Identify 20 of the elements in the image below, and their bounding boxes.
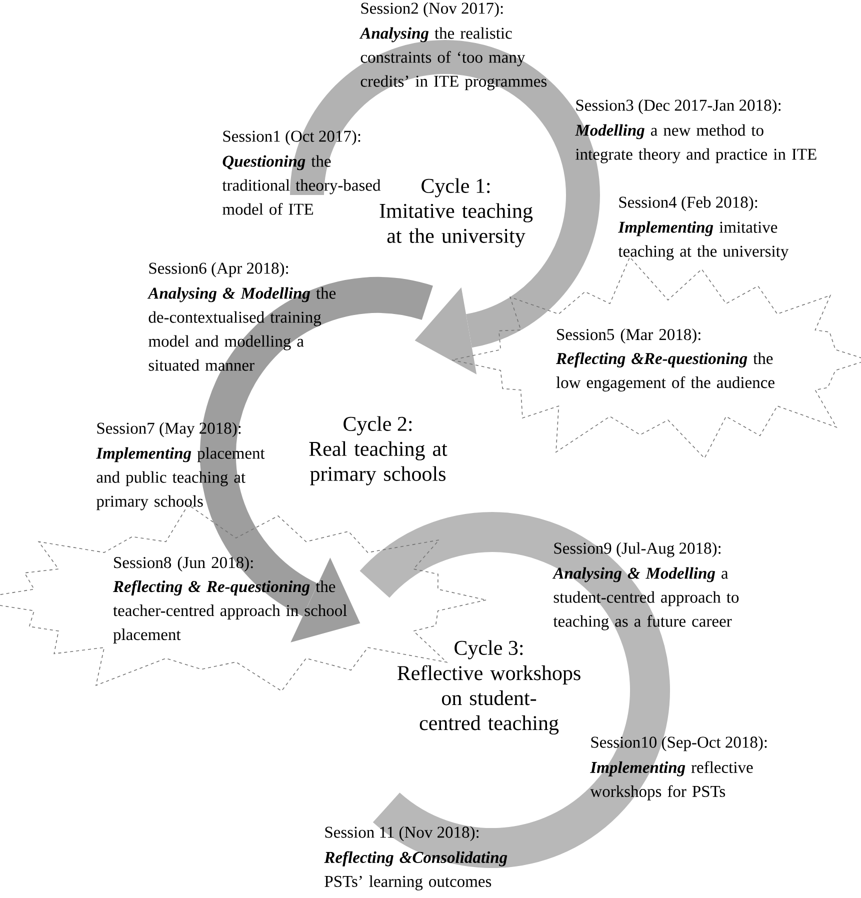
cycle-title: Imitative teaching at the university: [380, 203, 533, 248]
session-description: Analysing the realistic constraints of ‘too many credits’ in ITE programmes: [359, 27, 547, 90]
cycle-title: Real teaching at primary schools: [309, 441, 448, 486]
session-description: Analysing & Modelling a student-centred approach to teaching as a future career: [552, 567, 739, 630]
session-description: Reflecting &Consolidating PSTs’ learning outcomes: [324, 851, 508, 890]
session-heading: Session1 (Oct 2017):: [223, 130, 360, 146]
cycle-title: Cycle 3:: [454, 640, 523, 660]
session-heading: Session10 (Sep-Oct 2018):: [591, 736, 767, 752]
session-heading: Session9 (Jul-Aug 2018):: [554, 542, 721, 558]
session-heading: Session 11 (Nov 2018):: [325, 826, 479, 842]
session-heading: Session3 (Dec 2017-Jan 2018):: [576, 99, 781, 114]
cycle-title: Cycle 2:: [344, 416, 412, 436]
cycle-title: Cycle 1:: [422, 178, 490, 198]
cycle-title: Reflective workshops on student-centred teaching: [397, 665, 580, 735]
session-heading: Session6 (Apr 2018):: [149, 262, 288, 278]
session-heading: Session2 (Nov 2017):: [361, 2, 503, 18]
session-heading: Session4 (Feb 2018):: [619, 196, 758, 212]
session-description: Modelling a new method to integrate theory and practice in ITE: [574, 124, 816, 164]
session-description: Implementing reflective workshops for PSTs: [590, 761, 753, 800]
session-description: Questioning the traditional theory-based model of ITE: [222, 155, 381, 215]
